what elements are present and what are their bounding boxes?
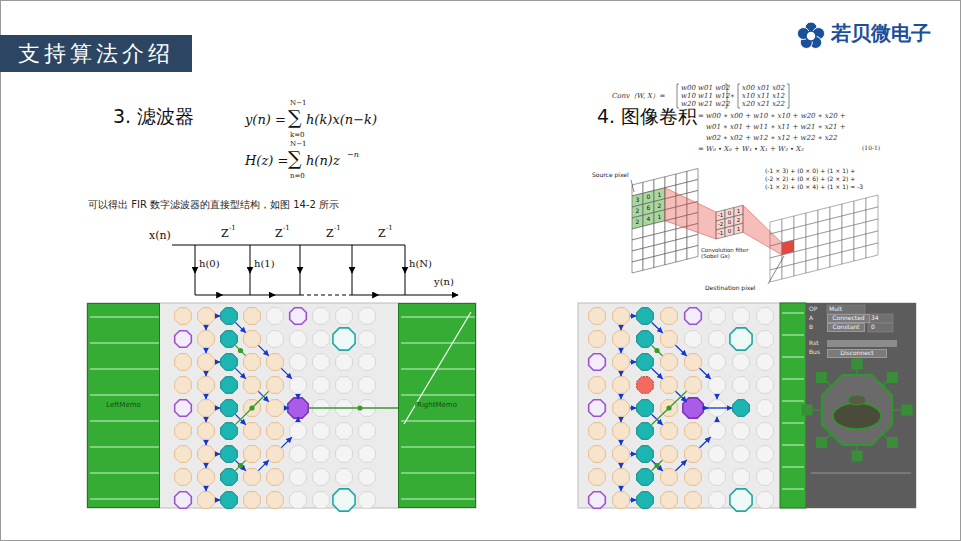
property-name: B [809, 324, 813, 331]
matrix-cell: 4 [647, 216, 651, 223]
formula-text: w00 w01 w02 [681, 84, 730, 92]
formula-text: x20 x21 x22 [742, 100, 785, 108]
property-field: Constant [827, 323, 865, 332]
computation-text: (-2 × 2) + (0 × 6) + (2 × 2) + [765, 176, 855, 183]
matrix-cell: -1 [718, 212, 723, 218]
matrix-cell: 6 [647, 205, 651, 212]
matrix-cell: 2 [636, 208, 640, 215]
matrix-cell: 1 [737, 208, 741, 214]
formula-text: y(n) = [245, 113, 286, 128]
matrix-brackets [677, 84, 789, 108]
matrix-cell: 2 [658, 202, 662, 209]
company-logo: 若贝微电子 [831, 22, 931, 45]
computation-text: (-1 × 2) + (0 × 4) + (1 × 1) = -3 [765, 184, 863, 191]
property-name: A [809, 315, 813, 322]
formula-text: H(z) = [245, 154, 288, 169]
formula-text: ∑ [288, 148, 302, 170]
panel-name: RightMemo [415, 402, 459, 410]
formula-text: N−1 [290, 140, 306, 148]
memory-panel: RightMemo [398, 303, 476, 508]
formula-text: w10 w11 w12 [681, 92, 730, 100]
signal-label: -1 [386, 224, 393, 232]
property-value: Mult [829, 306, 842, 313]
signal-label: h(0) [199, 258, 220, 270]
signal-label: h(N) [409, 258, 432, 270]
formula-text: ∑ [288, 107, 302, 129]
matrix-cell: 2 [636, 219, 640, 226]
signal-label: Z [326, 228, 334, 241]
property-name: OP [809, 306, 817, 313]
matrix-cell: 1 [658, 213, 662, 220]
matrix-cell: 1 [737, 226, 741, 232]
formula-text: −n [347, 150, 359, 159]
formula-text: n=0 [290, 172, 305, 180]
convolution-illustration [631, 169, 878, 285]
matrix-cell: 3 [636, 197, 640, 204]
matrix-cell: 0 [728, 210, 732, 216]
signal-label: h(1) [254, 258, 275, 270]
field-value: Connected [830, 315, 866, 322]
formula-text: ∗ [730, 92, 735, 100]
computation-text: (-1 × 3) + (0 × 0) + (1 × 1) + [765, 168, 855, 175]
formula-text: w20 w21 w22 [681, 100, 730, 108]
property-value: 34 [871, 315, 879, 322]
property-value: 0 [871, 324, 875, 331]
field-value: Constant [831, 324, 862, 331]
formula-text: h(k)x(n−k) [306, 113, 377, 128]
formula-text: (10-1) [862, 145, 880, 152]
property-field: Connected [827, 314, 870, 323]
matrix-cell: -2 [718, 221, 723, 227]
signal-label: -1 [283, 224, 290, 232]
matrix-cell: 0 [728, 228, 732, 234]
signal-label: Z [275, 228, 283, 241]
memory-panel: LeftMemo [87, 303, 160, 508]
fir-mapping-screenshot [87, 303, 476, 511]
matrix-cell: 1 [658, 191, 662, 198]
section-heading: 3. 滤波器 [113, 106, 194, 128]
section-heading: 4. 图像卷积 [597, 106, 697, 128]
property-field: Disconnect [827, 349, 887, 358]
panel-name: LeftMemo [104, 402, 143, 410]
figure-label: Destination pixel [705, 285, 756, 292]
formula-text: x10 x11 x12 [742, 92, 785, 100]
matrix-cell: 2 [737, 217, 741, 223]
formula-text: N−1 [290, 99, 306, 107]
matrix-cell: -1 [718, 230, 723, 236]
matrix-cell: 0 [728, 219, 732, 225]
formula-text: = W₀ ∙ X₀ + W₁ ∙ X₁ + W₂ ∙ X₂ [698, 145, 804, 153]
formula-text: x00 x01 x02 [742, 84, 785, 92]
property-name: Bus [809, 349, 820, 356]
figure-label: Source pixel [592, 172, 629, 179]
matrix-cell: 0 [647, 194, 651, 201]
signal-label: -1 [229, 224, 236, 232]
formula-text: Conv（W, X）= [612, 92, 665, 100]
fir-structure [172, 245, 458, 295]
formula-text: w02 ∗ x02 + w12 ∗ x12 + w22 ∗ x22 [706, 134, 838, 142]
slide-title: 支持算法介绍 [18, 39, 174, 69]
caption-note: 可以得出 FIR 数字滤波器的直接型结构，如图 14-2 所示 [88, 199, 339, 211]
signal-label: y(n) [434, 276, 454, 288]
field-value: Disconnect [838, 350, 875, 357]
formula-text: h(n)z [306, 154, 340, 169]
signal-label: x(n) [149, 230, 171, 243]
formula-text: = w00 ∗ x00 + w10 ∗ x10 + w20 ∗ x20 + [698, 112, 846, 120]
signal-label: -1 [334, 224, 341, 232]
property-name: Rst [809, 340, 819, 347]
signal-label: Z [221, 228, 229, 241]
figure-label: Convolution filter (Sobel Gx) [701, 247, 761, 260]
logo-icon [797, 22, 824, 48]
formula-text: w01 ∗ x01 + w11 ∗ x11 + w21 ∗ x21 + [706, 123, 846, 131]
convolution-mapping-screenshot [578, 303, 916, 511]
signal-label: Z [378, 228, 386, 241]
title-bar: 支持算法介绍 [0, 35, 192, 72]
formula-text: k=0 [290, 131, 305, 139]
